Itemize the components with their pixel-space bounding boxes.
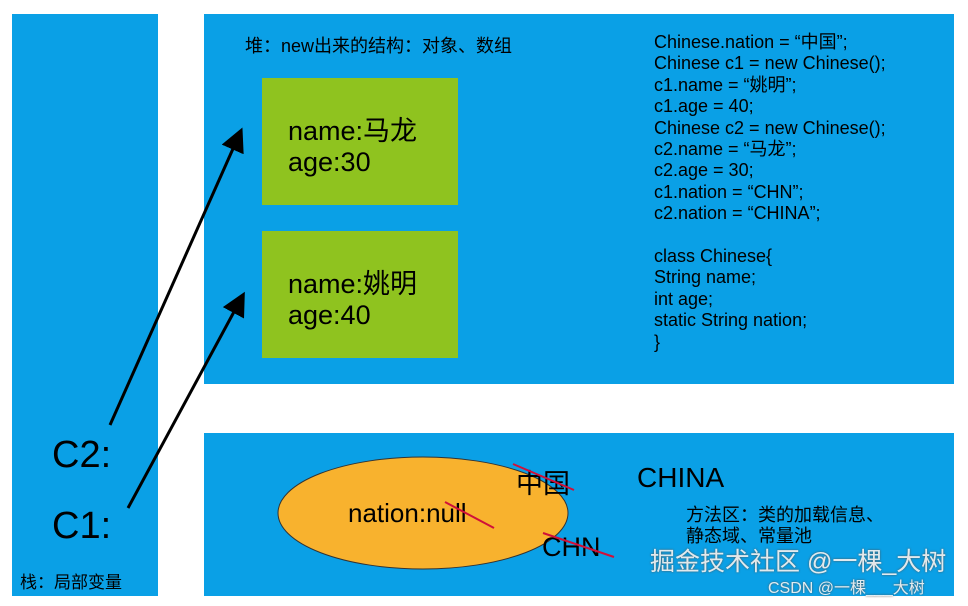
strike-zhongguo (512, 463, 575, 491)
code-line: static String nation; (654, 310, 808, 331)
static-field-ellipse (277, 456, 569, 570)
object-c2: name:马龙 age:30 (262, 78, 458, 205)
arrow-c1-to-object (126, 291, 245, 509)
watermark-sub: CSDN @一棵___大树 (768, 580, 925, 597)
code-listing: Chinese.nation = “中国”; Chinese c1 = new … (654, 32, 886, 353)
object-age: age:30 (288, 147, 371, 177)
strike-chn (542, 532, 615, 558)
code-line: c1.name = “姚明”; (654, 74, 797, 95)
object-name: name:马龙 (288, 116, 418, 146)
arrow-c2-to-object (108, 127, 244, 426)
watermark-main: 掘金技术社区 @一棵_大树 (650, 548, 947, 576)
object-name: name:姚明 (288, 269, 418, 299)
stack-var-c2: C2: (52, 434, 112, 476)
code-line: c1.age = 40; (654, 96, 754, 117)
code-line: c2.nation = “CHINA”; (654, 203, 821, 224)
code-line: Chinese.nation = “中国”; (654, 32, 848, 52)
stack-var-c1: C1: (52, 505, 112, 547)
code-line: class Chinese{ (654, 246, 773, 267)
code-line: int age; (654, 288, 714, 309)
code-line: String name; (654, 267, 757, 288)
code-line: c2.age = 30; (654, 160, 754, 181)
code-line: Chinese c2 = new Chinese(); (654, 117, 886, 138)
heap-label: 堆：new出来的结构：对象、数组 (245, 36, 513, 56)
value-china: CHINA (637, 462, 725, 493)
code-line: Chinese c1 = new Chinese(); (654, 53, 886, 74)
object-c1: name:姚明 age:40 (262, 231, 458, 358)
code-line: c1.nation = “CHN”; (654, 181, 804, 202)
method-area-label-line: 静态域、常量池 (686, 526, 812, 546)
stack-label: 栈：局部变量 (20, 573, 122, 592)
code-line: c2.name = “马龙”; (654, 139, 797, 160)
method-area-label: 方法区：类的加载信息、 静态域、常量池 (686, 505, 884, 547)
method-area-label-line: 方法区：类的加载信息、 (686, 505, 884, 525)
strike-null (444, 501, 495, 529)
code-line: } (654, 331, 661, 352)
object-age: age:40 (288, 300, 371, 330)
